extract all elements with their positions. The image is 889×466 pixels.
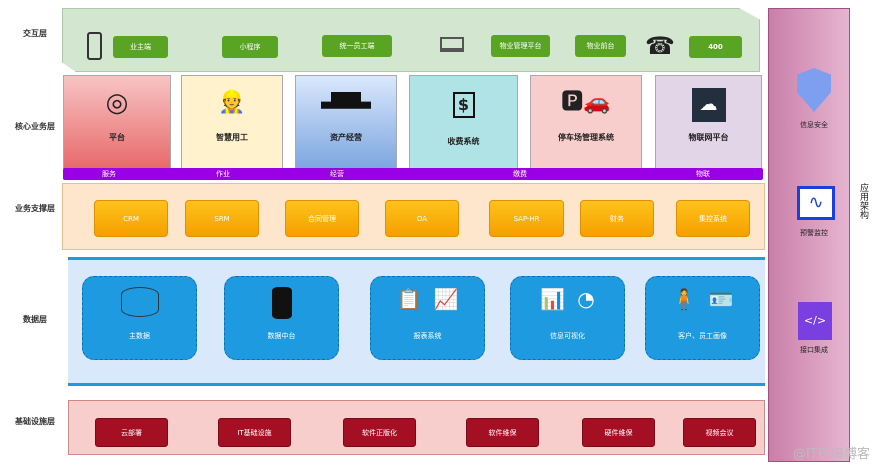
software-maintenance-button[interactable]: 软件维保 xyxy=(466,418,539,447)
layer-label-infra: 基础设施层 xyxy=(15,417,55,426)
id-badge-icon: 🪪 xyxy=(708,287,734,311)
interaction-layer xyxy=(62,8,760,72)
report-icon: 📋 xyxy=(396,287,422,311)
infra-layer xyxy=(68,400,765,455)
chart-icon: 📈 xyxy=(433,287,459,311)
srm-button[interactable]: SRM xyxy=(185,200,259,237)
database-icon xyxy=(120,287,159,317)
bar-label: 物联 xyxy=(696,170,710,178)
bar-label: 缴费 xyxy=(513,170,527,178)
mini-program-button[interactable]: 小程序 xyxy=(222,36,278,58)
software-license-button[interactable]: 软件正版化 xyxy=(343,418,416,447)
bar-label: 作业 xyxy=(216,170,230,178)
core-card-parking[interactable]: 🅿🚗停车场管理系统 xyxy=(530,75,642,169)
core-card-iot[interactable]: ☁物联网平台 xyxy=(655,75,762,169)
core-card-asset[interactable]: 资产经营 xyxy=(295,75,397,169)
employee-app-button[interactable]: 统一员工端 xyxy=(322,35,392,57)
data-card-report[interactable]: 📋📈报表系统 xyxy=(370,276,485,360)
watermark: @ITPUB博客 xyxy=(793,447,871,462)
control-system-button[interactable]: 集控系统 xyxy=(676,200,750,237)
laptop-icon xyxy=(440,37,464,52)
data-card-master[interactable]: 主数据 xyxy=(82,276,197,360)
phone-icon xyxy=(87,32,102,60)
finance-button[interactable]: 财务 xyxy=(580,200,654,237)
core-bar: 服务 作业 经营 缴费 物联 xyxy=(63,168,763,180)
person-tree-icon: 🧍 xyxy=(671,287,697,311)
core-card-smart-labor[interactable]: 👷智慧用工 xyxy=(181,75,283,169)
core-card-platform[interactable]: ◎平台 xyxy=(63,75,171,169)
api-interface-icon: </> xyxy=(798,302,832,340)
iot-cloud-icon: ☁ xyxy=(691,88,726,122)
hardware-maintenance-button[interactable]: 硬件维保 xyxy=(582,418,655,447)
monitor-pulse-icon: ∿ xyxy=(797,186,835,220)
asset-icon xyxy=(321,92,371,109)
contract-button[interactable]: 合同管理 xyxy=(285,200,359,237)
app-architecture-title: 应用架构 xyxy=(858,183,868,219)
layer-label-support: 业务支撑层 xyxy=(15,204,55,213)
data-card-middle-platform[interactable]: 数据中台 xyxy=(224,276,339,360)
owner-app-button[interactable]: 业主端 xyxy=(113,36,168,58)
presentation-pie-icon: ◔ xyxy=(577,287,595,311)
mountain-chart-icon: 📊 xyxy=(540,287,566,311)
layer-label-data: 数据层 xyxy=(23,315,47,324)
property-desk-button[interactable]: 物业前台 xyxy=(575,35,626,57)
bar-label: 经营 xyxy=(330,170,344,178)
data-card-visualization[interactable]: 📊◔信息可视化 xyxy=(510,276,625,360)
alert-monitor-label: 预警监控 xyxy=(800,229,828,237)
data-card-persona[interactable]: 🧍🪪客户、员工画像 xyxy=(645,276,760,360)
cloud-deploy-button[interactable]: 云部署 xyxy=(95,418,168,447)
parking-car-icon: 🅿🚗 xyxy=(561,90,611,115)
target-user-icon: ◎ xyxy=(105,88,129,118)
property-platform-button[interactable]: 物业管理平台 xyxy=(491,35,550,57)
bar-label: 服务 xyxy=(102,170,116,178)
hotline-400-button[interactable]: 400 xyxy=(689,36,742,58)
video-conference-button[interactable]: 视频会议 xyxy=(683,418,756,447)
crm-button[interactable]: CRM xyxy=(94,200,168,237)
receipt-dollar-icon: $ xyxy=(452,92,475,118)
worker-icon: 👷 xyxy=(218,90,246,115)
call-agent-icon: ☎ xyxy=(645,32,675,60)
it-infra-button[interactable]: IT基础设施 xyxy=(218,418,291,447)
database-file-icon xyxy=(271,287,292,319)
interface-integration-label: 接口集成 xyxy=(800,346,828,354)
sap-hr-button[interactable]: SAP-HR xyxy=(489,200,564,237)
layer-label-core: 核心业务层 xyxy=(15,122,55,131)
oa-button[interactable]: OA xyxy=(385,200,459,237)
layer-label-interaction: 交互层 xyxy=(23,29,47,38)
core-card-billing[interactable]: $收费系统 xyxy=(409,75,518,169)
info-security-label: 信息安全 xyxy=(800,121,828,129)
